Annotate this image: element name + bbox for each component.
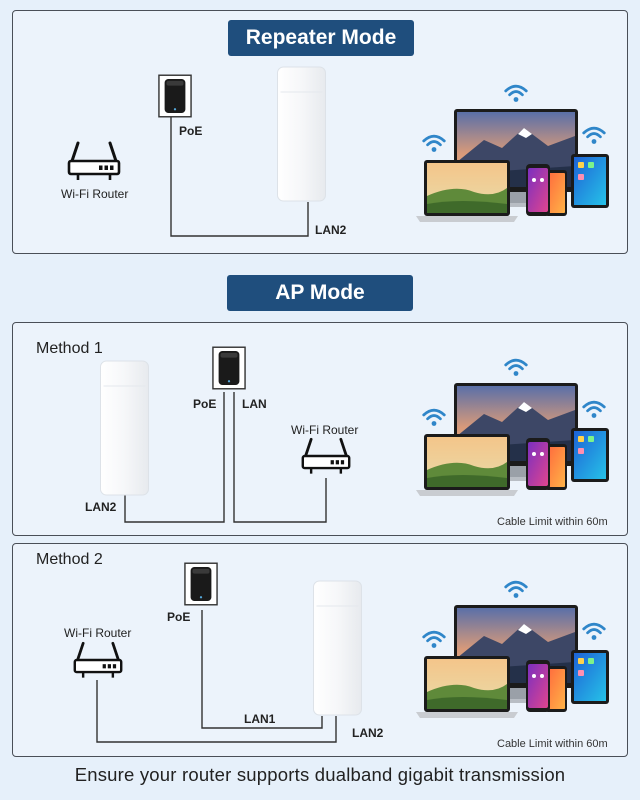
- ap-mode-title: AP Mode: [227, 275, 413, 311]
- method2-poe-label: PoE: [167, 610, 191, 624]
- repeater-mode-title: Repeater Mode: [228, 20, 414, 56]
- method2-router-label: Wi-Fi Router: [64, 626, 132, 640]
- repeater-cable: [170, 112, 309, 237]
- method1-router-label: Wi-Fi Router: [291, 423, 359, 437]
- outdoor-ap-icon: [312, 580, 363, 716]
- method1-poe-label: PoE: [193, 397, 217, 411]
- repeater-router-label: Wi-Fi Router: [61, 187, 129, 201]
- method1-lan2-cable: [124, 392, 225, 523]
- method-1-title: Method 1: [36, 340, 103, 357]
- method1-lan-label: LAN: [242, 397, 267, 411]
- method1-cable-limit: Cable Limit within 60m: [497, 516, 608, 528]
- method2-poe-cable: [201, 610, 323, 729]
- method2-lan1-label: LAN1: [244, 712, 276, 726]
- method2-lan2-label: LAN2: [352, 726, 384, 740]
- repeater-lan2-label: LAN2: [315, 223, 347, 237]
- method-2-title: Method 2: [36, 551, 103, 568]
- repeater-poe-label: PoE: [179, 124, 203, 138]
- method1-lan2-label: LAN2: [85, 500, 117, 514]
- wifi-router-icon: [73, 641, 123, 679]
- poe-injector-icon: [184, 562, 218, 606]
- method1-lan-cable: [233, 392, 327, 523]
- method2-router-cable: [96, 680, 337, 743]
- method2-cable-limit: Cable Limit within 60m: [497, 738, 608, 750]
- footer-note: Ensure your router supports dualband gig…: [74, 764, 566, 785]
- client-devices-icon: [416, 582, 609, 718]
